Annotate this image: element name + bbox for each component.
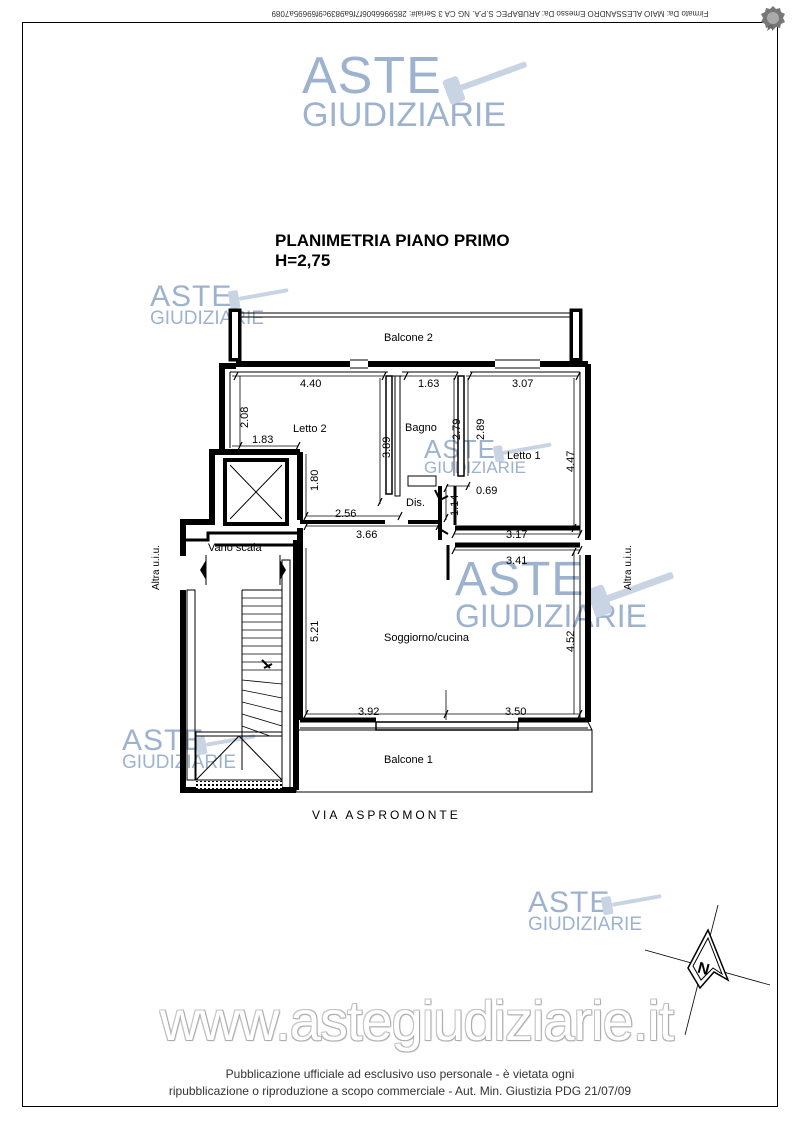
watermark-line1: ASTE <box>122 724 205 757</box>
gavel-icon <box>600 894 662 916</box>
compass-letter: N <box>696 960 712 979</box>
watermark-line1: ASTE <box>528 886 611 919</box>
dimension-label: 2.56 <box>335 508 356 520</box>
dimension-label: 1.14 <box>449 495 461 516</box>
dimension-label: 4.40 <box>300 378 321 390</box>
window-top <box>350 359 540 369</box>
dimension-label: 3.66 <box>356 529 377 541</box>
room-label-vano-scala: Vano scala <box>208 542 262 554</box>
dimension-label: 0.69 <box>476 485 497 497</box>
dimension-label: 2.89 <box>475 419 487 440</box>
stair-landing <box>195 731 283 781</box>
dimension-label: 1.63 <box>418 378 439 390</box>
dimension-label: 1.83 <box>252 434 273 446</box>
neighbour-label-left: Altra u.i.u. <box>151 545 162 590</box>
room-label-balcone-1: Balcone 1 <box>384 754 433 766</box>
watermark-line2: GIUDIZIARIE <box>528 914 643 935</box>
gavel-icon <box>194 734 256 756</box>
gavel-icon <box>586 572 674 618</box>
dimension-label: 2.08 <box>239 407 251 428</box>
stair-section-arrows <box>200 555 286 585</box>
stair-hatch <box>196 781 282 789</box>
balcony-2-outline <box>228 308 583 362</box>
title-line1: PLANIMETRIA PIANO PRIMO <box>275 231 510 250</box>
dimension-label: 3.07 <box>512 378 533 390</box>
north-arrow-icon: N <box>644 904 771 1036</box>
room-label-balcone-2: Balcone 2 <box>384 332 433 344</box>
watermark-logo: ASTE GIUDIZIARIE <box>528 886 643 935</box>
dimension-label: 4.47 <box>565 451 577 472</box>
title-line2: H=2,75 <box>275 251 331 270</box>
dimension-label: 3.41 <box>506 555 527 567</box>
watermark-line1: ASTE <box>150 280 233 313</box>
stair-treads <box>241 597 283 737</box>
interior-walls <box>222 375 588 790</box>
footer-notice: Pubblicazione ufficiale ad esclusivo uso… <box>150 1066 650 1100</box>
outer-walls <box>180 361 591 793</box>
wall-inner-lines <box>229 371 581 718</box>
watermark-line1: ASTE <box>302 47 442 105</box>
room-label-letto-1: Letto 1 <box>507 450 541 462</box>
room-label-dis: Dis. <box>406 497 425 509</box>
dimension-label: 3.92 <box>358 706 379 718</box>
watermark-logo: ASTE GIUDIZIARIE <box>122 724 237 773</box>
website-watermark: www.astegiudiziarie.it <box>160 989 674 1052</box>
footer-line2: ripubblicazione o riproduzione a scopo c… <box>168 1084 632 1098</box>
room-label-letto-2: Letto 2 <box>293 423 327 435</box>
footer-line1: Pubblicazione ufficiale ad esclusivo uso… <box>225 1067 575 1081</box>
dimension-label: 2.79 <box>451 419 463 440</box>
watermark-line2: GIUDIZIARIE <box>455 598 648 634</box>
watermark-logo: ASTE GIUDIZIARIE <box>150 280 264 329</box>
dimension-label: 1.80 <box>309 470 321 491</box>
gavel-icon <box>227 288 289 310</box>
dimension-label: 3.17 <box>506 529 527 541</box>
dimension-label: 5.21 <box>309 621 321 642</box>
watermark-line2: GIUDIZIARIE <box>122 752 237 773</box>
room-label-bagno: Bagno <box>405 422 437 434</box>
gavel-icon <box>493 442 552 463</box>
gavel-icon <box>442 61 527 105</box>
seal-icon <box>761 6 785 31</box>
plan-title: PLANIMETRIA PIANO PRIMO H=2,75 <box>275 231 510 271</box>
watermark-logo: ASTE GIUDIZIARIE <box>455 553 648 634</box>
dimension-label: 4.52 <box>565 631 577 652</box>
dimension-lines <box>232 375 580 720</box>
watermark-line2: GIUDIZIARIE <box>302 96 507 134</box>
dimension-label: 3.50 <box>505 706 526 718</box>
dimension-ticks <box>233 371 583 719</box>
balcony-1-outline <box>295 721 593 793</box>
street-label: VIA ASPROMONTE <box>312 808 461 822</box>
watermark-line2: GIUDIZIARIE <box>424 458 527 477</box>
dimension-label: 3.89 <box>381 437 393 458</box>
watermark-logo: ASTE GIUDIZIARIE <box>302 50 506 132</box>
page-border <box>22 22 778 1107</box>
neighbour-label-right: Altra u.i.u. <box>623 545 634 590</box>
door-dis <box>407 475 449 535</box>
watermark-line1: ASTE <box>455 553 585 606</box>
room-label-soggiorno-cucina: Soggiorno/cucina <box>384 632 470 644</box>
stair-shaft <box>185 458 302 791</box>
